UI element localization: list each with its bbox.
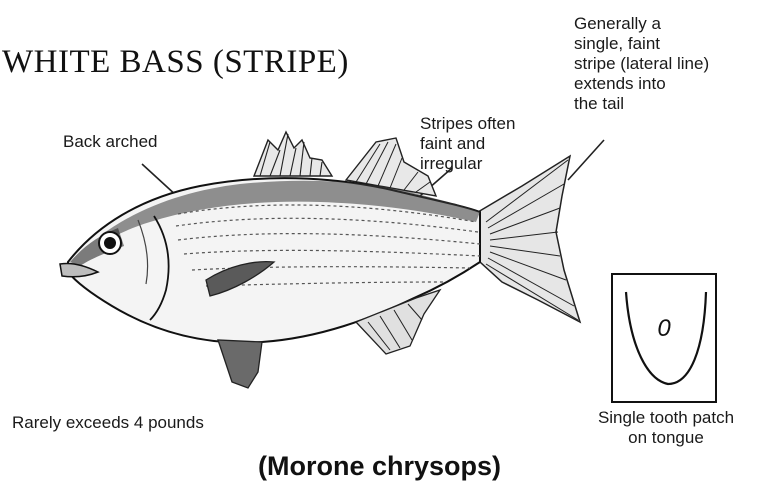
tail-fin bbox=[478, 156, 580, 322]
spiny-dorsal-fin bbox=[254, 132, 332, 176]
annotation-tooth-patch: Single tooth patch on tongue bbox=[578, 408, 754, 448]
pointer-lateral-line bbox=[568, 140, 604, 180]
annotation-lateral-line: Generally a single, faint stripe (latera… bbox=[574, 14, 709, 114]
species-name: (Morone chrysops) bbox=[0, 451, 759, 482]
annotation-weight: Rarely exceeds 4 pounds bbox=[12, 413, 204, 433]
fish-eye bbox=[99, 232, 121, 254]
annotation-back-arched: Back arched bbox=[63, 132, 158, 152]
page-title: WHITE BASS (STRIPE) bbox=[2, 44, 349, 81]
tooth-patch-inset: 0 bbox=[612, 274, 716, 402]
annotation-stripes: Stripes often faint and irregular bbox=[420, 114, 515, 174]
pelvic-fin bbox=[218, 340, 262, 388]
tooth-patch-mark: 0 bbox=[657, 315, 671, 342]
